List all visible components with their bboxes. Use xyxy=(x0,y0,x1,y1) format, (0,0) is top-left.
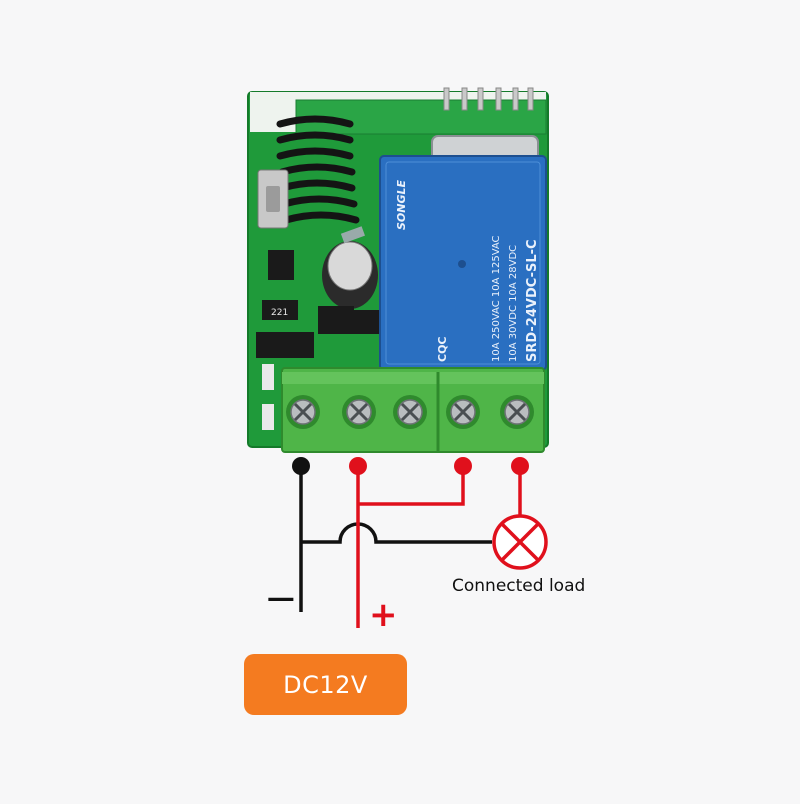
relay-cert: CQC xyxy=(436,337,449,363)
terminal-dot-icon xyxy=(292,457,310,475)
diode xyxy=(268,250,294,280)
terminal-dot-icon xyxy=(511,457,529,475)
header-pins xyxy=(443,87,534,111)
relay-brand: SONGLE xyxy=(395,179,408,230)
load-return-wire xyxy=(301,522,492,544)
relay-rating-2: 10A 30VDC 10A 28VDC xyxy=(508,245,519,362)
screw-slot xyxy=(453,402,473,422)
transistor xyxy=(256,332,314,358)
dc-voltage-badge: DC12V xyxy=(244,654,407,715)
resistor-mark: 221 xyxy=(271,308,288,318)
terminal-dot-icon xyxy=(454,457,472,475)
negative-sign: − xyxy=(264,576,298,622)
screw-slot xyxy=(507,402,527,422)
wiring xyxy=(299,466,522,628)
terminal-screws xyxy=(286,395,534,429)
antenna-coil xyxy=(276,115,360,224)
screw-slot xyxy=(400,402,420,422)
relay-rating-1: 10A 250VAC 10A 125VAC xyxy=(491,235,502,362)
lamp-load-icon xyxy=(492,514,548,570)
terminal-dots xyxy=(292,457,529,475)
terminal-dot-icon xyxy=(349,457,367,475)
songle-relay: SONGLE CQC 10A 250VAC 10A 125VAC 10A 30V… xyxy=(379,155,547,371)
connected-load-label: Connected load xyxy=(452,576,586,596)
screw-slot xyxy=(349,402,369,422)
positive-bridge-wire xyxy=(358,466,465,506)
positive-sign: + xyxy=(369,595,398,635)
resistor-221 xyxy=(262,300,298,320)
screw-slot xyxy=(293,402,313,422)
relay-module-board: 221 SONGLE CQC 10A 250VAC 10A 125VAC 10A… xyxy=(247,87,549,453)
electrolytic-capacitor xyxy=(322,226,378,309)
relay-model: SRD-24VDC-SL-C xyxy=(525,239,540,362)
